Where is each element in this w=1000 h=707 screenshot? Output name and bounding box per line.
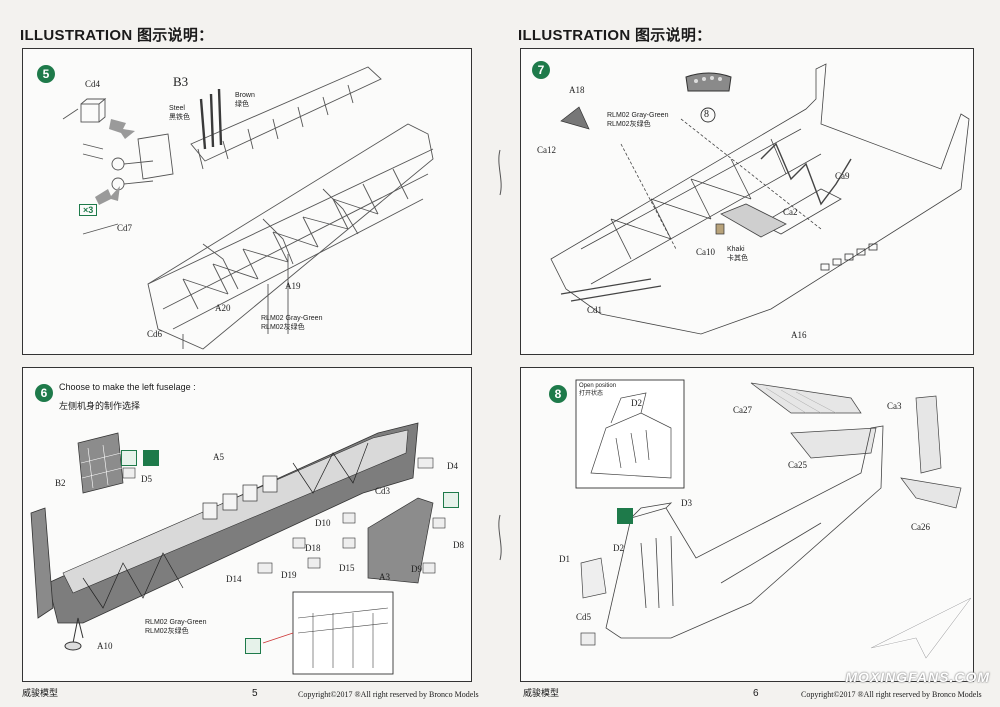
note-rlm02: RLM02 Gray-Green RLM02灰绿色 [607,111,668,129]
label-cd1: Cd1 [587,305,603,315]
note-rlm02-en: RLM02 Gray-Green [607,112,669,119]
note-rlm02-cn: RLM02灰绿色 [145,628,189,635]
watermark: MOXINGFANS.COM [845,669,990,685]
label-a3: A3 [379,572,390,582]
note-rlm02-en: RLM02 Gray-Green [261,315,323,322]
step-6-title-en: Choose to make the left fuselage : [59,382,196,392]
left-page: ILLUSTRATION 图示说明： [0,0,497,707]
page-number: 5 [252,688,258,699]
option-selected-icon [143,450,159,466]
note-rlm02-cn: RLM02灰绿色 [607,121,651,128]
note-open-position: Open position 打开状态 [579,382,616,398]
label-a19: A19 [285,281,301,291]
label-d3: D3 [681,498,692,508]
step-5-panel: 5 Cd4 B3 Steel 黑铁色 Brown 绿色 ×3 Cd7 A19 A… [22,48,472,355]
label-d5: D5 [141,474,152,484]
label-d10: D10 [315,518,331,528]
step-5-badge: 5 [37,65,55,83]
page-number: 6 [753,688,759,699]
label-cd4: Cd4 [85,79,101,89]
binding-staples [498,149,502,561]
label-b2: B2 [55,478,66,488]
footer-brand: 威骏模型 [22,688,59,698]
step-6-panel: 6 Choose to make the left fuselage : 左侧机… [22,367,472,682]
note-steel: Steel 黑铁色 [169,104,190,122]
note-brown: Brown 绿色 [235,91,255,109]
page-header: ILLUSTRATION 图示说明： [518,27,712,44]
label-ca27: Ca27 [733,405,752,415]
note-rlm02-cn: RLM02灰绿色 [261,324,305,331]
note-brown-en: Brown [235,92,255,99]
page-header: ILLUSTRATION 图示说明： [20,27,214,44]
step-7-panel: 7 A18 RLM02 Gray-Green RLM02灰绿色 Ca12 8 C… [520,48,974,355]
note-khaki: Khaki 卡其色 [727,245,748,263]
label-d18: D18 [305,543,321,553]
label-d2-inset: D2 [631,398,642,408]
note-brown-cn: 绿色 [235,101,249,108]
step-8-badge: 8 [549,385,567,403]
label-ca25: Ca25 [788,460,807,470]
label-d8: D8 [453,540,464,550]
label-d19: D19 [281,570,297,580]
label-8: 8 [704,109,709,120]
label-d9: D9 [411,564,422,574]
option-icon [245,638,261,654]
label-ca2: Ca2 [783,207,798,217]
label-ca26: Ca26 [911,522,930,532]
step-7-illustration [550,63,970,335]
label-ca12: Ca12 [537,145,556,155]
label-ca3: Ca3 [887,401,902,411]
note-rlm02: RLM02 Gray-Green RLM02灰绿色 [145,618,206,636]
option-icon [121,450,137,466]
right-page: ILLUSTRATION 图示说明： [503,0,1000,707]
step-6-title-cn: 左侧机身的制作选择 [59,401,141,411]
label-d14: D14 [226,574,242,584]
note-steel-cn: 黑铁色 [169,114,190,121]
quantity-x3: ×3 [79,204,98,216]
label-a10: A10 [97,641,113,651]
label-cd5: Cd5 [576,612,592,622]
label-d2: D2 [613,543,624,553]
option-selected-icon [617,508,633,524]
note-khaki-cn: 卡其色 [727,255,748,262]
label-d4: D4 [447,461,458,471]
label-d1: D1 [559,554,570,564]
step-8-panel: 8 Open position 打开状态 D2 Ca27 Ca3 Ca25 D3… [520,367,974,682]
footer-brand: 威骏模型 [523,688,560,698]
note-open-position-cn: 打开状态 [579,391,604,397]
copyright: Copyright©2017 ®All right reserved by Br… [801,690,982,699]
step-6-badge: 6 [35,384,53,402]
label-ca9: Ca9 [835,171,850,181]
note-open-position-en: Open position [579,383,617,389]
label-a18: A18 [569,85,585,95]
label-a5: A5 [213,452,224,462]
label-ca10: Ca10 [696,247,715,257]
step-6-illustration [30,422,446,675]
note-steel-en: Steel [169,105,185,112]
copyright: Copyright©2017 ®All right reserved by Br… [298,690,479,699]
note-khaki-en: Khaki [727,246,745,253]
brand-logo-icon [870,597,972,660]
step-5-illustration [62,66,434,350]
step-8-illustration [575,379,962,646]
step-7-badge: 7 [532,61,550,79]
label-a16: A16 [791,330,807,340]
label-cd3: Cd3 [375,486,391,496]
note-rlm02-en: RLM02 Gray-Green [145,619,207,626]
label-a20: A20 [215,303,231,313]
label-d15: D15 [339,563,355,573]
label-cd7: Cd7 [117,223,133,233]
label-cd6: Cd6 [147,329,163,339]
note-rlm02: RLM02 Gray-Green RLM02灰绿色 [261,314,322,332]
option-icon [443,492,459,508]
label-b3: B3 [173,74,189,89]
